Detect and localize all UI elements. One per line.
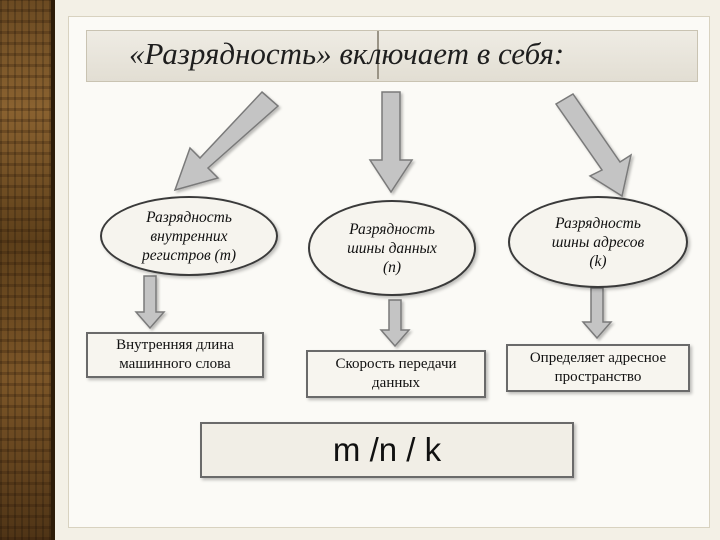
registers-ellipse: Разрядность внутренних регистров (m) [100, 196, 278, 276]
address-space-text: Определяет адресное пространство [529, 350, 667, 385]
slide-title: «Разрядность» включает в себя: [129, 36, 565, 71]
registers-label: Разрядность внутренних регистров (m) [141, 208, 237, 264]
title-frame [87, 31, 379, 79]
address-space-box: Определяет адресное пространство [506, 344, 690, 392]
arrow-data-bus-to-meaning [379, 299, 411, 348]
formula-text: m /n / k [332, 431, 442, 468]
address-bus-label: Разрядность шины адресов (k) [551, 214, 645, 270]
transfer-speed-box: Скорость передачи данных [306, 350, 486, 398]
transfer-speed-text: Скорость передачи данных [335, 356, 457, 391]
title-band: «Разрядность» включает в себя: [86, 30, 698, 82]
arrow-registers-to-meaning [134, 275, 166, 330]
formula-box: m /n / k [200, 422, 574, 478]
arrow-to-data-bus [368, 91, 414, 194]
word-length-box: Внутренняя длина машинного слова [86, 332, 264, 378]
decorative-wood-sidebar [0, 0, 55, 540]
arrow-to-address-bus [554, 93, 633, 198]
data-bus-label: Разрядность шины данных (n) [347, 220, 437, 276]
word-length-text: Внутренняя длина машинного слова [116, 337, 234, 372]
data-bus-ellipse: Разрядность шины данных (n) [308, 200, 476, 296]
arrow-address-bus-to-meaning [581, 287, 613, 340]
address-bus-ellipse: Разрядность шины адресов (k) [508, 196, 688, 288]
arrow-to-registers [173, 90, 280, 192]
